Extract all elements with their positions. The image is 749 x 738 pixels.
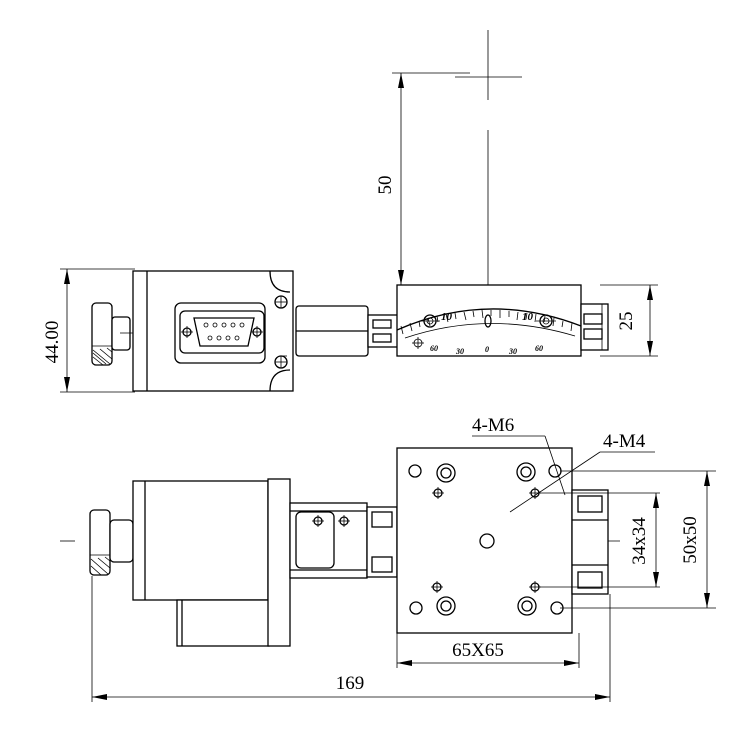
scale-lower-60-left: 60 xyxy=(430,344,438,353)
label-4-m4: 4-M4 xyxy=(603,431,646,452)
scale-upper-right: 10 xyxy=(522,311,534,323)
scale-lower-0: 0 xyxy=(485,345,489,354)
label-4-m6: 4-M6 xyxy=(472,415,514,436)
dim-50x50-label: 50x50 xyxy=(680,516,701,564)
dim-44-label: 44.00 xyxy=(42,321,63,364)
dim-169-label: 169 xyxy=(336,673,365,694)
dim-50-label: 50 xyxy=(375,176,396,195)
dim-34x34-label: 34x34 xyxy=(629,517,650,565)
scale-lower-30-left: 30 xyxy=(455,347,464,356)
bottom-view: 4-M6 4-M4 34x34 50x50 65X65 169 xyxy=(60,415,716,702)
dim-25-label: 25 xyxy=(616,312,637,331)
scale-lower-60-right: 60 xyxy=(535,344,543,353)
scale-lower-30-right: 30 xyxy=(508,347,517,356)
top-view: 50 44.00 xyxy=(42,30,658,393)
dim-65x65-label: 65X65 xyxy=(452,640,504,661)
scale-upper-left: 10 xyxy=(441,311,453,323)
db9-connector xyxy=(179,310,265,354)
